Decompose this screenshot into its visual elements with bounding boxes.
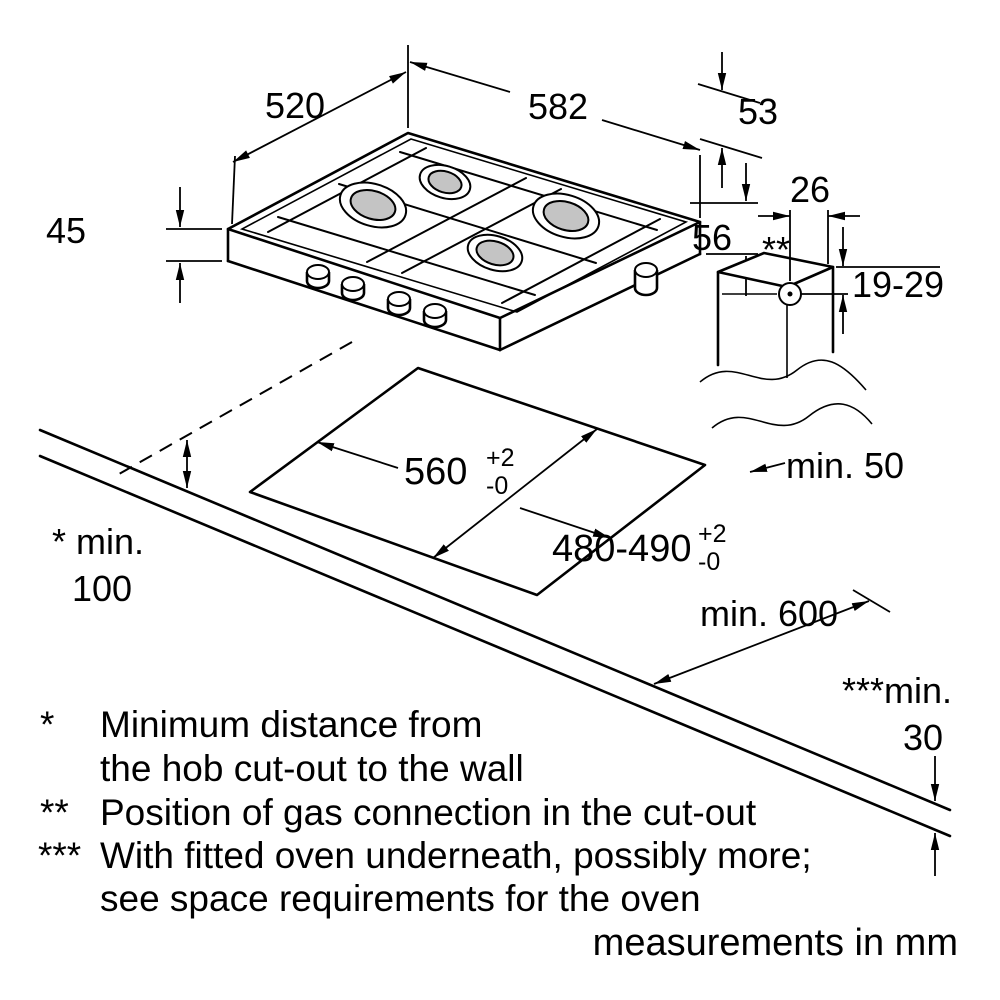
dim-label-53: 53 bbox=[738, 91, 778, 132]
dim-label-45: 45 bbox=[46, 210, 86, 251]
gas-connection-center bbox=[787, 291, 793, 297]
break-line bbox=[711, 403, 873, 429]
gas-inlet-foot bbox=[633, 262, 659, 297]
dim-label-min-100-prefix: * min. bbox=[52, 521, 144, 562]
alignment-dashed-line bbox=[111, 341, 353, 479]
worktop-edge-top-line bbox=[38, 428, 952, 812]
dim-label-min-600: min. 600 bbox=[700, 593, 838, 634]
footnote-text: the hob cut-out to the wall bbox=[100, 748, 524, 789]
footnote-text: see space requirements for the oven bbox=[100, 878, 701, 919]
worktop-drawing bbox=[38, 341, 952, 838]
dim-label-cutout-depth: 480-490 bbox=[552, 528, 691, 570]
footnote-text: Position of gas connection in the cut-ou… bbox=[100, 792, 757, 833]
dim-label-min-100-value: 100 bbox=[72, 568, 132, 609]
dim-label-min-30-prefix: ***min. bbox=[842, 670, 952, 711]
burner-back-left bbox=[418, 163, 472, 201]
dim-label-56: 56 bbox=[692, 217, 732, 258]
gas-connection-detail: ** 26 19-29 bbox=[699, 169, 944, 429]
hob-top-face bbox=[226, 131, 702, 320]
dim-tol-lower-depth: -0 bbox=[698, 548, 720, 576]
units-note: measurements in mm bbox=[593, 922, 958, 964]
footnote-marker: ** bbox=[40, 792, 69, 833]
dim-tol-upper-depth: +2 bbox=[698, 520, 727, 548]
footnote-marker: *** bbox=[38, 835, 81, 876]
hob-top-rim bbox=[239, 138, 689, 313]
worktop-edge-bottom-line bbox=[38, 454, 952, 838]
break-line bbox=[699, 359, 867, 391]
footnote-text: With fitted oven underneath, possibly mo… bbox=[100, 835, 812, 876]
cutout-dimensions: 560 +2 -0 480-490 +2 -0 min. 50 * min. 1… bbox=[52, 428, 952, 876]
dim-label-19-29: 19-29 bbox=[852, 264, 944, 305]
dim-label-min-50: min. 50 bbox=[786, 445, 904, 486]
dim-label-26: 26 bbox=[790, 169, 830, 210]
dim-label-min-30-value: 30 bbox=[903, 717, 943, 758]
control-knobs bbox=[305, 264, 448, 329]
burner-front-right bbox=[466, 233, 524, 273]
burner-front-left bbox=[338, 181, 408, 229]
worktop-cutout bbox=[248, 366, 707, 597]
hob-dimensions: 582 520 53 45 56 bbox=[46, 45, 778, 303]
footnotes: * Minimum distance from the hob cut-out … bbox=[38, 704, 812, 919]
gas-connection-marker: ** bbox=[762, 229, 790, 270]
burner-back-right bbox=[531, 192, 601, 240]
dim-tol-lower-width: -0 bbox=[486, 472, 508, 500]
footnote-text: Minimum distance from bbox=[100, 704, 482, 745]
dim-tol-upper-width: +2 bbox=[486, 444, 515, 472]
dim-label-582: 582 bbox=[528, 86, 588, 127]
dim-label-cutout-width: 560 bbox=[404, 451, 467, 493]
dim-label-520: 520 bbox=[265, 85, 325, 126]
hob-drawing bbox=[226, 131, 702, 352]
footnote-marker: * bbox=[40, 704, 54, 745]
